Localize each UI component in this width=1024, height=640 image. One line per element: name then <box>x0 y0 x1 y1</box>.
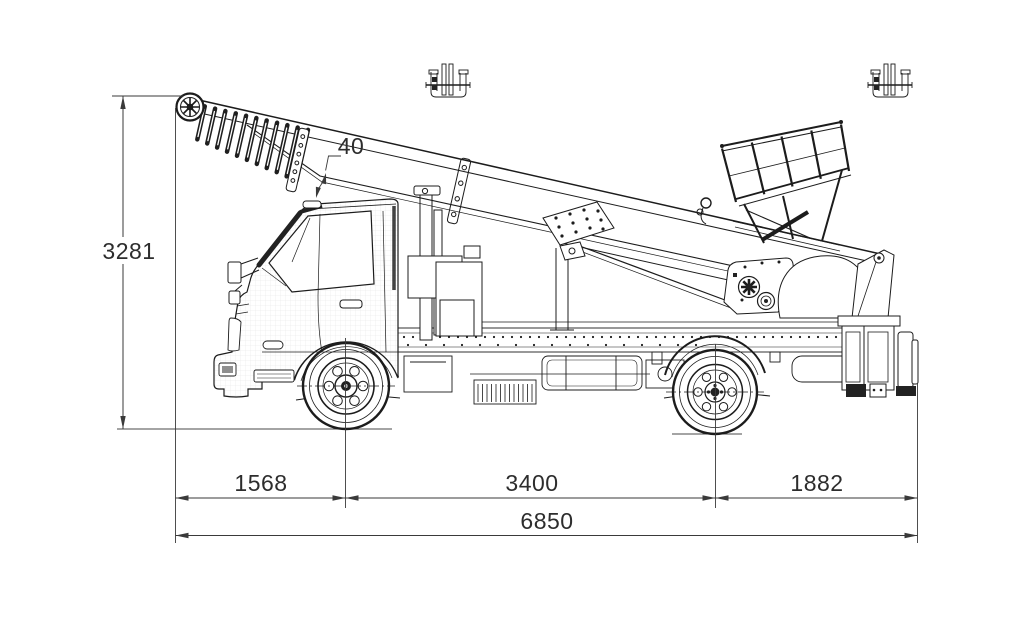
platform-struts <box>743 169 843 244</box>
door-step <box>253 369 295 383</box>
boom-support-mast <box>407 157 483 341</box>
boom-tip-pulley <box>175 92 205 122</box>
platform <box>696 120 852 252</box>
stabilizer-cylinder <box>897 331 914 389</box>
dim-label-overall-length: 6850 <box>520 508 573 534</box>
front-wheel <box>297 341 395 431</box>
door-seam-front <box>317 213 323 353</box>
boom-plate <box>542 201 615 261</box>
dim-label-rear-overhang: 1882 <box>790 470 843 496</box>
boom-rest-bracket-left <box>425 63 471 98</box>
cab <box>213 198 399 398</box>
wiper <box>261 267 287 287</box>
door-seam-rear <box>382 210 387 353</box>
holed-strut <box>446 157 472 225</box>
dim-label-wheelbase: 3400 <box>505 470 558 496</box>
dim-row-2 <box>175 532 918 539</box>
a-pillar <box>256 210 303 268</box>
dim-overall-height <box>112 95 183 429</box>
platform-posts <box>720 124 851 203</box>
cab-window <box>268 210 375 293</box>
dimension-layer <box>112 95 918 543</box>
headlight <box>227 317 242 352</box>
side-step-fins <box>473 379 537 405</box>
boom-end-plate <box>285 127 310 193</box>
dim-row-1 <box>175 495 918 501</box>
fog-lamp <box>218 362 237 377</box>
rear-fender <box>664 335 766 376</box>
door-handle <box>339 299 363 309</box>
dim-label-front-axle-offset: 1568 <box>234 470 287 496</box>
ground-line <box>117 428 742 435</box>
rear-lift-assembly <box>723 249 919 398</box>
dim-label-clearance: 40 <box>338 133 365 159</box>
dim-label-overall-height: 3281 <box>102 238 155 264</box>
tilt-cylinder <box>760 210 810 242</box>
rear-wheel <box>666 348 764 436</box>
battery-box <box>403 355 453 393</box>
fuel-tank <box>541 355 643 391</box>
mirror <box>227 257 260 305</box>
frame-rivets <box>402 335 865 347</box>
dim-clearance-leader <box>315 155 341 198</box>
roof-lamp <box>302 200 322 209</box>
boom-rest-bracket-right <box>867 63 913 98</box>
